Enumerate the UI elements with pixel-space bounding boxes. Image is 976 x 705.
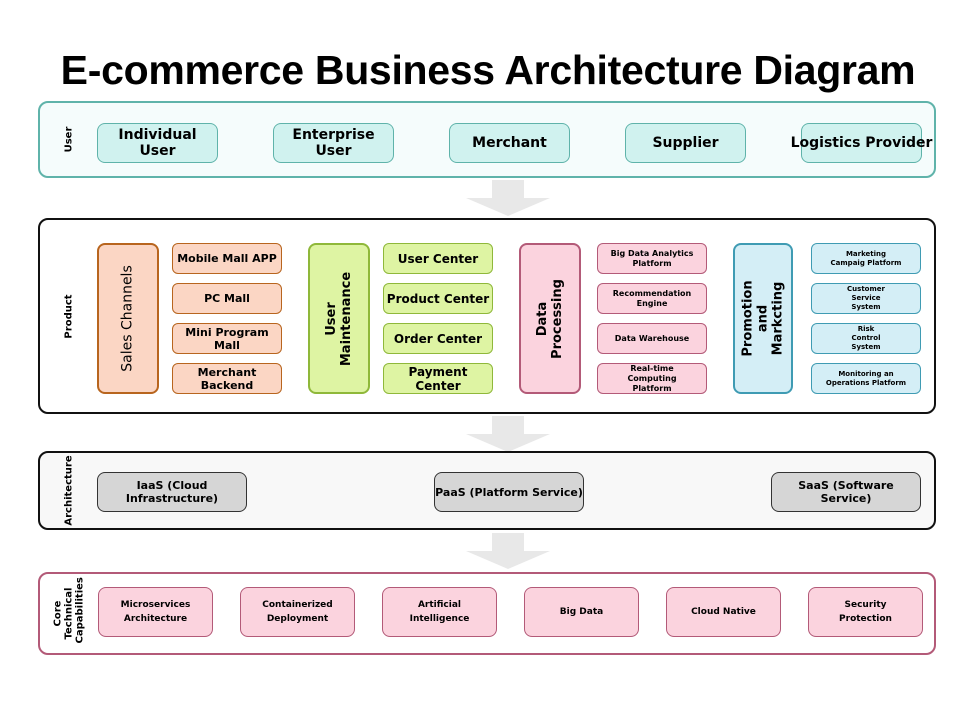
promotion-marketing-header: Promotion and Markcting (733, 243, 793, 394)
core-capabilities-layer: Core Technical Capabilities Microservice… (38, 572, 936, 655)
architecture-layer: Architecture IaaS (Cloud Infrastructure)… (38, 451, 936, 530)
sales-channel-item: PC Mall (172, 283, 282, 314)
diagram-title: E-commerce Business Architecture Diagram (60, 47, 916, 93)
user-supplier: Supplier (625, 123, 746, 163)
promotion-marketing-item: Risk Control System (811, 323, 921, 354)
data-processing-item: Big Data Analytics Platform (597, 243, 707, 274)
down-arrow-icon (466, 533, 550, 569)
user-maintenance-item: Product Center (383, 283, 493, 314)
arch-iaas: IaaS (Cloud Infrastructure) (97, 472, 247, 512)
product-layer-label-wrap: Product (40, 220, 98, 412)
data-processing-label: Data Processing (535, 278, 566, 359)
sales-channels-label: Sales Channels (119, 265, 136, 372)
promotion-marketing-item: Marketing Campaig Platform (811, 243, 921, 274)
user-logistics-provider: Logistics Provider (791, 123, 932, 163)
user-individual: Individual User (97, 123, 218, 163)
core-item: Big Data (524, 587, 639, 637)
arch-paas: PaaS (Platform Service) (434, 472, 584, 512)
core-item: Artificial Intelligence (382, 587, 497, 637)
user-maintenance-label: User Maintenance (324, 271, 354, 366)
core-item: Microservices Architecture (98, 587, 213, 637)
promotion-marketing-label: Promotion and Markcting (740, 280, 786, 357)
core-layer-label: Core Technical Capabilities (52, 577, 86, 644)
promotion-marketing-item: Customer Service System (811, 283, 921, 314)
down-arrow-icon (466, 416, 550, 452)
core-item: Containerized Deployment (240, 587, 355, 637)
user-maintenance-item: User Center (383, 243, 493, 274)
user-merchant: Merchant (449, 123, 570, 163)
data-processing-item: Real-time Computing Platform (597, 363, 707, 394)
architecture-layer-label-wrap: Architecture (40, 453, 98, 528)
promotion-marketing-item: Monitoring an Operations Platform (811, 363, 921, 394)
product-layer-label: Product (63, 293, 75, 339)
user-maintenance-item: Order Center (383, 323, 493, 354)
user-maintenance-header: User Maintenance (308, 243, 370, 394)
sales-channel-item: Mobile Mall APP (172, 243, 282, 274)
sales-channel-item: Mini Program Mall (172, 323, 282, 354)
data-processing-header: Data Processing (519, 243, 581, 394)
architecture-layer-label: Architecture (63, 455, 75, 526)
data-processing-item: Data Warehouse (597, 323, 707, 354)
user-layer-label: User (63, 126, 75, 153)
data-processing-item: Recommendation Engine (597, 283, 707, 314)
product-layer: Product Sales Channels Mobile Mall APP P… (38, 218, 936, 414)
down-arrow-icon (466, 180, 550, 216)
user-layer: User Individual User Enterprise User Mer… (38, 101, 936, 178)
user-layer-label-wrap: User (40, 103, 98, 176)
user-maintenance-item: Payment Center (383, 363, 493, 394)
core-layer-label-wrap: Core Technical Capabilities (40, 574, 98, 653)
arch-saas: SaaS (Software Service) (771, 472, 921, 512)
sales-channels-header: Sales Channels (97, 243, 159, 394)
core-item: Cloud Native (666, 587, 781, 637)
user-enterprise: Enterprise User (273, 123, 394, 163)
core-item: Security Protection (808, 587, 923, 637)
sales-channel-item: Merchant Backend (172, 363, 282, 394)
